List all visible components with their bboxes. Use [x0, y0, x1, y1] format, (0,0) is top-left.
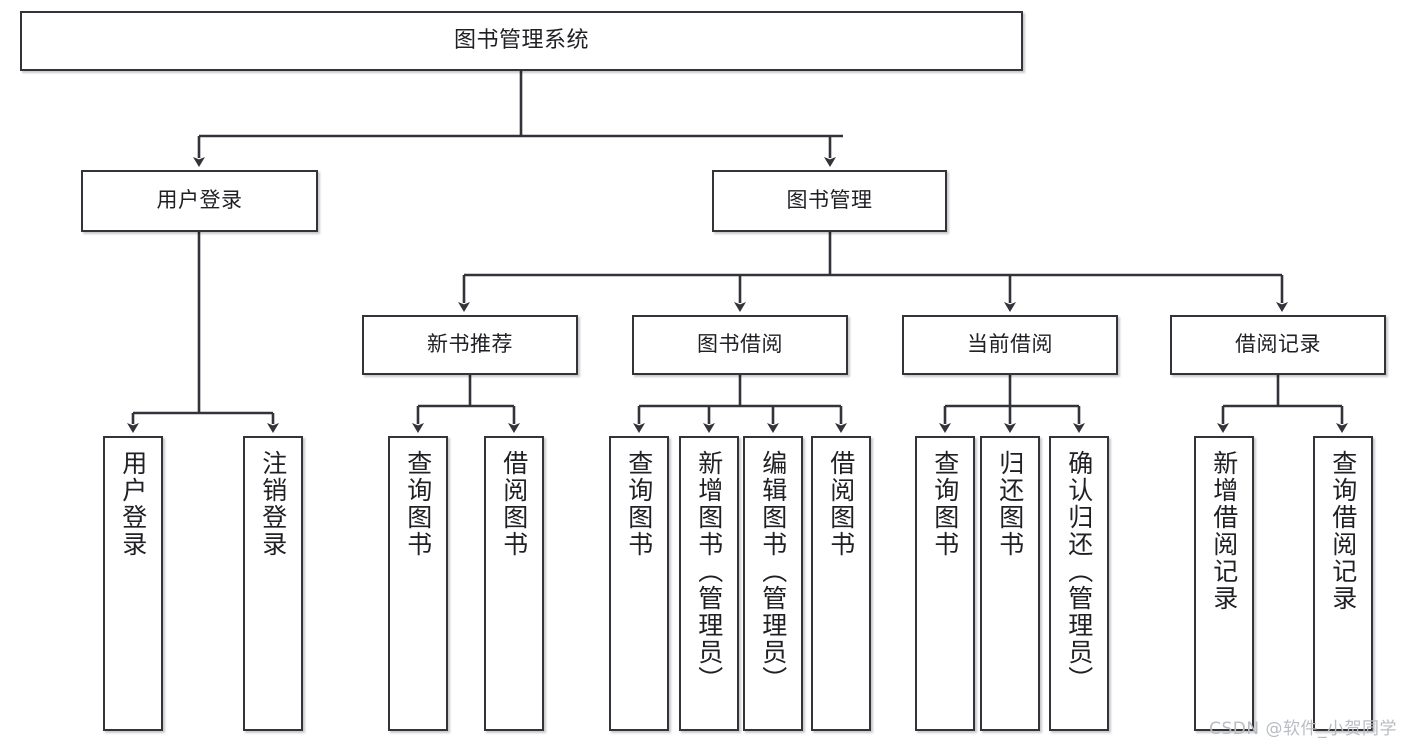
leaf-newbook-query-book-label: 查询图书 — [403, 450, 433, 558]
leaf-return-book-label: 归还图书 — [995, 450, 1025, 558]
leaf-newbook-borrow-book[interactable]: 借阅图书 — [484, 436, 544, 731]
node-book-borrow[interactable]: 图书借阅 — [632, 315, 848, 375]
leaf-current-query-book-label: 查询图书 — [930, 450, 960, 558]
leaf-confirm-return-admin[interactable]: 确认归还（管理员） — [1049, 436, 1109, 731]
leaf-edit-book-admin[interactable]: 编辑图书（管理员） — [743, 436, 803, 731]
node-root-label: 图书管理系统 — [453, 27, 589, 53]
node-root[interactable]: 图书管理系统 — [20, 11, 1023, 71]
node-current-borrow-label: 当前借阅 — [967, 332, 1053, 357]
node-user-login-label: 用户登录 — [156, 188, 243, 213]
leaf-add-book-admin-label: 新增图书（管理员） — [694, 450, 724, 693]
leaf-edit-book-admin-label: 编辑图书（管理员） — [758, 450, 788, 693]
leaf-newbook-query-book[interactable]: 查询图书 — [388, 436, 448, 731]
node-borrow-record-label: 借阅记录 — [1235, 332, 1321, 357]
leaf-borrow-book-label: 借阅图书 — [826, 450, 856, 558]
leaf-query-borrow-record-label: 查询借阅记录 — [1328, 450, 1358, 612]
leaf-add-borrow-record[interactable]: 新增借阅记录 — [1194, 436, 1254, 731]
watermark-text: CSDN @软件_小贺同学 — [1209, 719, 1397, 739]
node-current-borrow[interactable]: 当前借阅 — [902, 315, 1118, 375]
leaf-logout-label: 注销登录 — [258, 450, 288, 558]
leaf-add-borrow-record-label: 新增借阅记录 — [1209, 450, 1239, 612]
leaf-borrow-book[interactable]: 借阅图书 — [811, 436, 871, 731]
leaf-borrow-query-book-label: 查询图书 — [624, 450, 654, 558]
leaf-add-book-admin[interactable]: 新增图书（管理员） — [679, 436, 739, 731]
leaf-borrow-query-book[interactable]: 查询图书 — [609, 436, 669, 731]
leaf-confirm-return-admin-label: 确认归还（管理员） — [1064, 450, 1094, 693]
node-borrow-record[interactable]: 借阅记录 — [1170, 315, 1386, 375]
leaf-current-query-book[interactable]: 查询图书 — [915, 436, 975, 731]
node-new-book-recommend[interactable]: 新书推荐 — [362, 315, 578, 375]
node-book-management-label: 图书管理 — [786, 188, 873, 213]
node-book-management[interactable]: 图书管理 — [712, 170, 947, 232]
leaf-user-login-label: 用户登录 — [118, 450, 148, 558]
node-book-borrow-label: 图书借阅 — [697, 332, 783, 357]
leaf-return-book[interactable]: 归还图书 — [980, 436, 1040, 731]
leaf-logout[interactable]: 注销登录 — [243, 436, 303, 731]
node-new-book-recommend-label: 新书推荐 — [427, 332, 513, 357]
node-user-login[interactable]: 用户登录 — [81, 170, 318, 232]
leaf-query-borrow-record[interactable]: 查询借阅记录 — [1313, 436, 1373, 731]
leaf-user-login[interactable]: 用户登录 — [103, 436, 163, 731]
leaf-newbook-borrow-book-label: 借阅图书 — [499, 450, 529, 558]
